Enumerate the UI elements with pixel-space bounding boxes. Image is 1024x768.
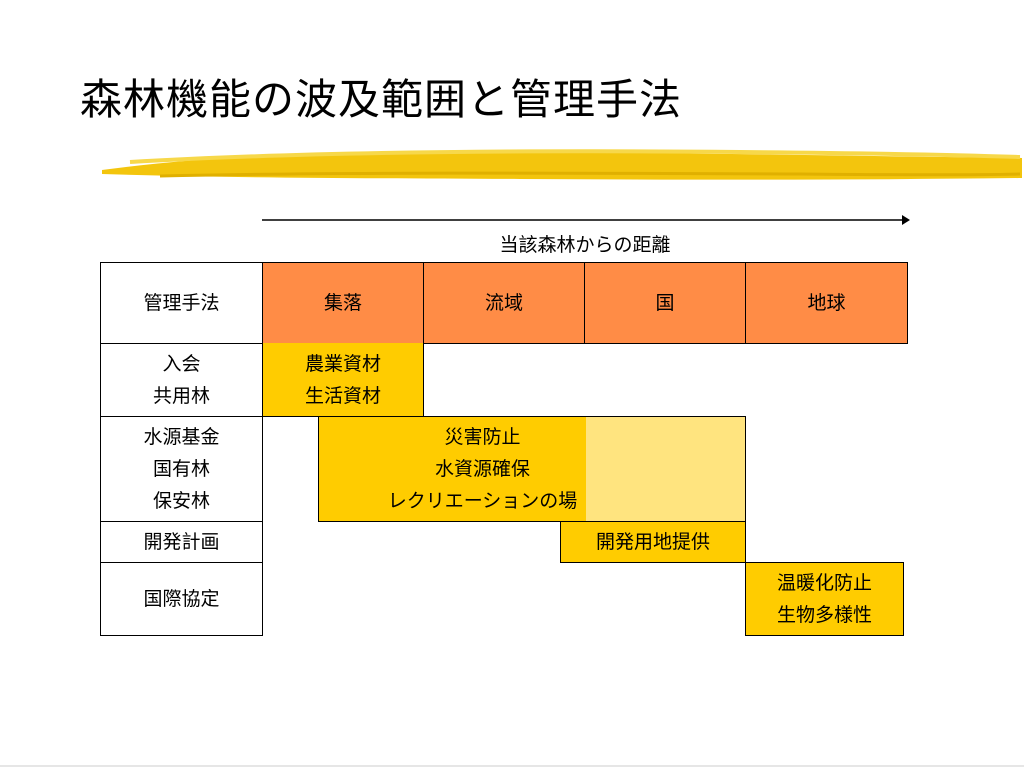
header-management-cell: 管理手法 — [100, 262, 263, 344]
row-label-line: 入会 — [162, 353, 201, 375]
span-line: 生物多様性 — [776, 604, 872, 626]
span-line: 水資源確保 — [434, 458, 530, 480]
footer-divider — [0, 765, 1024, 767]
row-label-international-agreement: 国際協定 — [100, 562, 263, 636]
row-label-line: 保安林 — [152, 490, 210, 512]
span-global-functions: 温暖化防止 生物多様性 — [745, 562, 904, 636]
row-label-water-fund: 水源基金 国有林 保安林 — [100, 416, 263, 522]
span-village-materials: 農業資材 生活資材 — [262, 343, 424, 417]
distance-arrow — [262, 215, 910, 225]
header-col-earth: 地球 — [745, 262, 908, 344]
header-col-watershed-label: 流域 — [484, 292, 523, 314]
row-label-development-plan: 開発計画 — [100, 521, 263, 563]
span-line: 開発用地提供 — [595, 531, 710, 553]
header-col-village: 集落 — [262, 262, 424, 344]
header-col-country: 国 — [584, 262, 746, 344]
span-development-land: 開発用地提供 — [560, 521, 746, 563]
span-line: 農業資材 — [304, 352, 381, 375]
header-management-label: 管理手法 — [143, 292, 220, 314]
span-line: 生活資材 — [304, 384, 381, 407]
row-label-line: 共用林 — [152, 385, 210, 407]
row-label-line: 国有林 — [152, 458, 210, 480]
distance-axis-label: 当該森林からの距離 — [499, 234, 671, 256]
span-watershed-functions: 災害防止 水資源確保 レクリエーションの場 — [318, 416, 586, 522]
row-label-line: 水源基金 — [143, 426, 220, 448]
span-line: レクリエーションの場 — [387, 490, 578, 512]
span-line: 温暖化防止 — [776, 572, 872, 594]
header-col-earth-label: 地球 — [807, 292, 846, 314]
row-label-line: 国際協定 — [143, 588, 220, 610]
span-line: 災害防止 — [444, 426, 521, 448]
slide-title: 森林機能の波及範囲と管理手法 — [80, 75, 683, 124]
span-country-extension — [584, 416, 746, 522]
header-col-country-label: 国 — [655, 292, 675, 314]
row-label-line: 開発計画 — [143, 531, 220, 553]
header-col-village-label: 集落 — [323, 292, 362, 314]
brush-stroke-decoration — [102, 149, 1022, 180]
header-col-watershed: 流域 — [423, 262, 585, 344]
row-label-commons: 入会 共用林 — [100, 343, 263, 417]
